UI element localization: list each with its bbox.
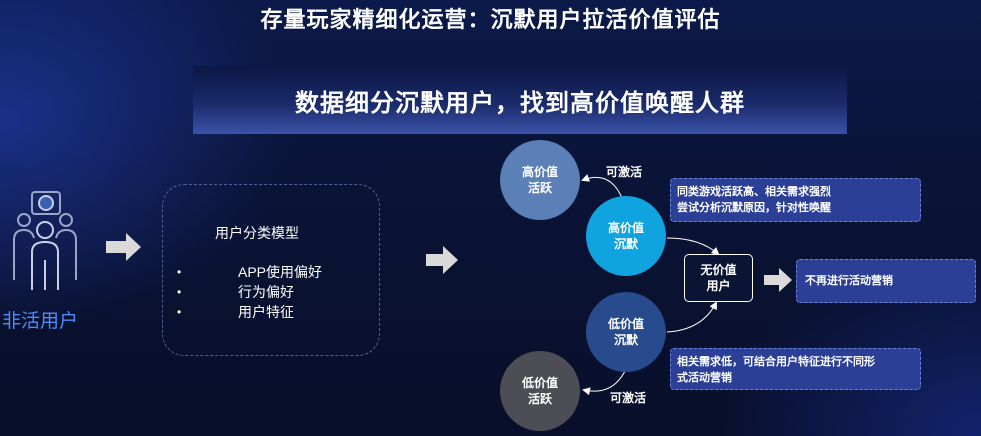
note-line: 式活动营销 bbox=[677, 372, 732, 384]
page-title: 存量玩家精细化运营：沉默用户拉活价值评估 bbox=[260, 7, 721, 32]
user-classification-model-box: 用户分类模型 • APP使用偏好 • 行为偏好 • 用户特征 bbox=[162, 184, 380, 356]
model-title: 用户分类模型 bbox=[215, 225, 299, 241]
bullet: • bbox=[177, 265, 182, 279]
activatable-label-top: 可激活 bbox=[606, 165, 643, 179]
segment-label-line2: 沉默 bbox=[613, 237, 638, 251]
model-factor-text: 行为偏好 bbox=[238, 284, 294, 300]
segment-label-line1: 高价值 bbox=[607, 221, 644, 235]
note-low-value-silent: 相关需求低，可结合用户特征进行不同形 式活动营销 bbox=[670, 348, 921, 390]
note-line: 不再进行活动营销 bbox=[805, 275, 893, 287]
segment-label-line2: 沉默 bbox=[613, 333, 638, 347]
segment-high-value-active: 高价值活跃 bbox=[500, 140, 580, 220]
list-item: • 行为偏好 bbox=[171, 282, 322, 302]
segment-high-value-silent: 高价值沉默 bbox=[586, 196, 666, 276]
segment-low-value-active: 低价值活跃 bbox=[500, 351, 580, 431]
segment-label-line2: 活跃 bbox=[527, 392, 552, 406]
list-item: • APP使用偏好 bbox=[171, 262, 322, 282]
arrow-low-silent-to-active bbox=[582, 370, 626, 396]
segment-low-value-silent: 低价值沉默 bbox=[586, 292, 666, 372]
segment-label-line2: 用户 bbox=[706, 279, 731, 293]
bullet: • bbox=[177, 305, 182, 319]
note-line: 尝试分析沉默原因，针对性唤醒 bbox=[677, 202, 831, 214]
bullet: • bbox=[177, 285, 182, 299]
model-factor-text: APP使用偏好 bbox=[238, 264, 323, 280]
segment-label-line1: 低价值 bbox=[521, 376, 558, 390]
segment-label-line1: 高价值 bbox=[521, 165, 558, 179]
model-factor-list: • APP使用偏好 • 行为偏好 • 用户特征 bbox=[171, 262, 322, 322]
people-group-icon bbox=[13, 191, 77, 290]
segment-label-line1: 低价值 bbox=[607, 317, 644, 331]
note-line: 相关需求低，可结合用户特征进行不同形 bbox=[677, 356, 875, 368]
arrow-to-stop bbox=[764, 268, 792, 292]
note-stop-marketing: 不再进行活动营销 bbox=[796, 259, 976, 303]
activatable-label-bottom: 可激活 bbox=[610, 391, 647, 405]
model-factor-text: 用户特征 bbox=[238, 304, 294, 320]
arrow-high-silent-to-active bbox=[581, 174, 623, 199]
banner-text: 数据细分沉默用户，找到高价值唤醒人群 bbox=[295, 89, 745, 117]
note-line: 同类游戏活跃高、相关需求强烈 bbox=[677, 186, 831, 198]
segment-no-value-users: 无价值用户 bbox=[684, 254, 753, 302]
list-item: • 用户特征 bbox=[171, 302, 322, 322]
segment-label-line2: 活跃 bbox=[527, 181, 552, 195]
arrow-low-silent-to-novalue bbox=[666, 301, 717, 333]
arrow-to-segments bbox=[426, 246, 458, 274]
arrow-to-model bbox=[106, 233, 141, 261]
arrow-high-silent-to-novalue bbox=[666, 237, 720, 256]
inactive-users-label: 非活用户 bbox=[2, 311, 79, 332]
note-high-value-silent: 同类游戏活跃高、相关需求强烈 尝试分析沉默原因，针对性唤醒 bbox=[670, 178, 921, 222]
subtitle-banner: 数据细分沉默用户，找到高价值唤醒人群 bbox=[193, 66, 847, 134]
segment-label-line1: 无价值 bbox=[700, 263, 737, 277]
